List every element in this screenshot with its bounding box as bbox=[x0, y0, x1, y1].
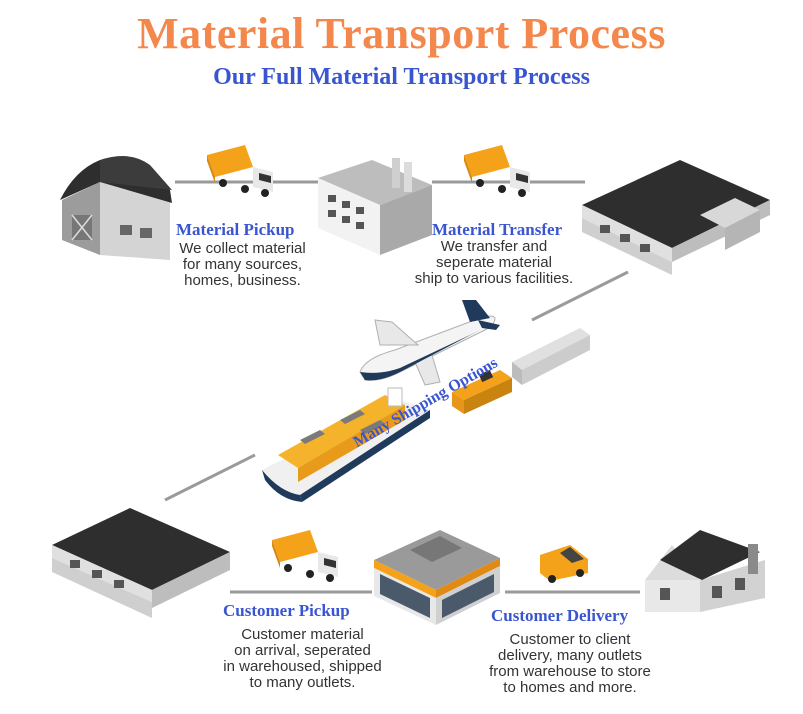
description-line: to many outlets. bbox=[249, 674, 356, 691]
description-line: in warehoused, shipped bbox=[223, 658, 382, 675]
page-title: Material Transport Process bbox=[137, 9, 666, 58]
factory-icon bbox=[318, 158, 432, 255]
truck-icon bbox=[464, 145, 530, 197]
description-line: seperate material bbox=[436, 254, 552, 271]
description-line: Customer material bbox=[241, 626, 364, 643]
connector-lines bbox=[164, 180, 640, 594]
description-line: homes, business. bbox=[184, 272, 301, 289]
description-line: to homes and more. bbox=[503, 679, 637, 696]
train-icon bbox=[452, 328, 590, 414]
van-icon bbox=[540, 545, 588, 583]
stage-description-customer-delivery: Customer to client delivery, many outlet… bbox=[470, 632, 670, 696]
page-subtitle: Our Full Material Transport Process bbox=[213, 64, 590, 90]
description-line: from warehouse to store bbox=[489, 663, 651, 680]
stage-title-customer-pickup: Customer Pickup bbox=[223, 601, 350, 620]
house-icon bbox=[645, 530, 765, 612]
stage-title-customer-delivery: Customer Delivery bbox=[491, 606, 629, 625]
storefront-icon bbox=[374, 530, 500, 625]
description-line: We transfer and bbox=[440, 238, 548, 255]
truck-icon bbox=[272, 530, 338, 582]
airplane-icon bbox=[359, 300, 500, 386]
barn-icon bbox=[60, 156, 172, 260]
stage-description-material-pickup: We collect material for many sources, ho… bbox=[160, 241, 325, 289]
description-line: ship to various facilities. bbox=[414, 270, 574, 287]
warehouse-icon bbox=[52, 508, 230, 618]
stage-title-material-transfer: Material Transfer bbox=[432, 220, 563, 239]
warehouse-icon bbox=[582, 160, 770, 275]
description-line: Customer to client bbox=[509, 631, 631, 648]
stage-description-customer-pickup: Customer material on arrival, seperated … bbox=[200, 627, 405, 691]
truck-icon bbox=[207, 145, 273, 197]
stage-description-material-transfer: We transfer and seperate material ship t… bbox=[398, 239, 590, 287]
stage-title-material-pickup: Material Pickup bbox=[176, 220, 295, 239]
description-line: delivery, many outlets bbox=[498, 647, 642, 664]
description-line: for many sources, bbox=[182, 256, 303, 273]
description-line: We collect material bbox=[179, 240, 306, 257]
description-line: on arrival, seperated bbox=[234, 642, 371, 659]
cargo-ship-icon bbox=[262, 387, 430, 502]
